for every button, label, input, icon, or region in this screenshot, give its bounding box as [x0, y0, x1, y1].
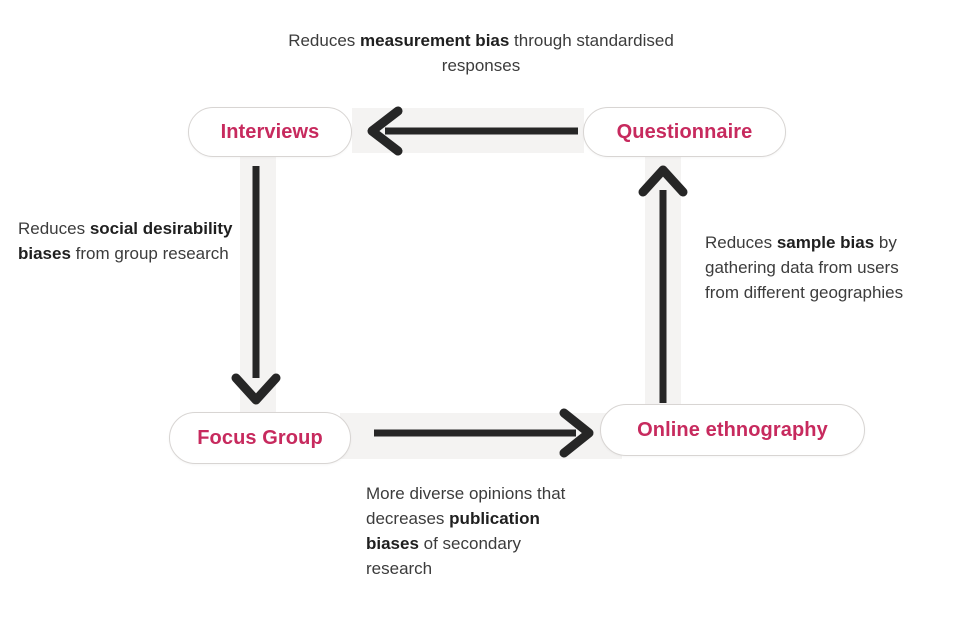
track-bottom	[340, 413, 622, 459]
track-right	[645, 156, 681, 418]
node-online-ethnography[interactable]: Online ethnography	[600, 404, 865, 456]
caption-measurement-bias: Reduces measurement bias through standar…	[288, 31, 674, 75]
node-focus-group-label: Focus Group	[197, 426, 323, 449]
caption-publication-biases: More diverse opinions that decreases pub…	[366, 484, 566, 578]
track-left	[240, 152, 276, 414]
node-interviews-label: Interviews	[220, 120, 320, 143]
node-interviews[interactable]: Interviews	[188, 107, 352, 157]
node-focus-group[interactable]: Focus Group	[169, 412, 351, 464]
node-questionnaire-label: Questionnaire	[616, 120, 753, 143]
caption-sample-bias: Reduces sample bias by gathering data fr…	[705, 233, 904, 302]
node-online-ethnography-label: Online ethnography	[637, 418, 828, 441]
track-top	[352, 108, 584, 153]
node-questionnaire[interactable]: Questionnaire	[583, 107, 786, 157]
caption-social-desirability-biases: Reduces social desirability biases from …	[18, 219, 233, 263]
